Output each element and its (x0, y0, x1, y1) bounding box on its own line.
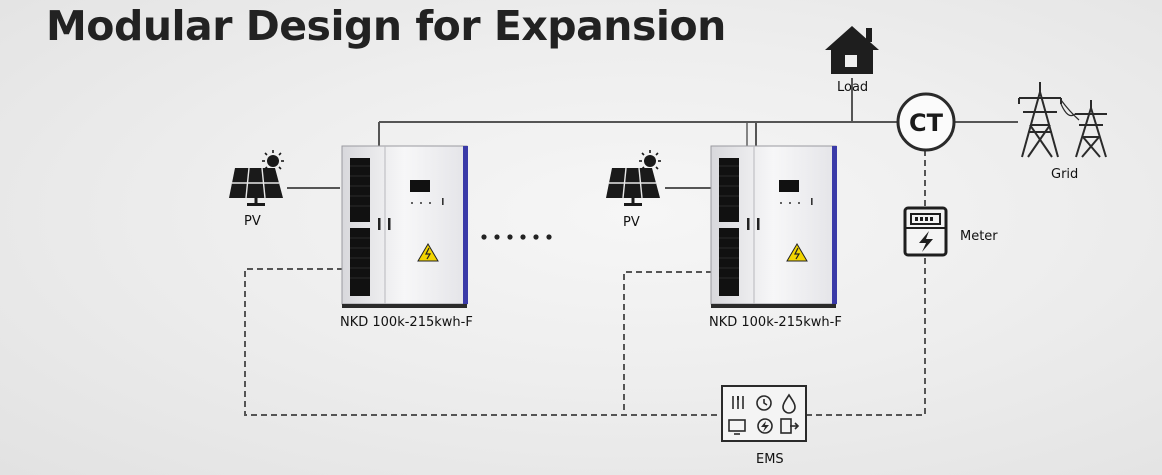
house-icon (825, 26, 879, 74)
pv-label-2: PV (623, 215, 640, 230)
grid-label: Grid (1051, 167, 1079, 182)
ems-label: EMS (756, 452, 784, 467)
ems-controller-icon (721, 385, 807, 442)
solar-panel-icon (227, 148, 286, 208)
ct-icon: CT (896, 92, 956, 152)
expansion-dots (481, 234, 552, 240)
communication-lines (244, 150, 926, 416)
meter-label: Meter (960, 229, 998, 244)
solar-panel-icon (604, 148, 663, 208)
ac-bus-lines (287, 78, 1018, 189)
ct-label: CT (909, 109, 944, 137)
battery-cabinet-2 (710, 145, 838, 309)
electric-meter-icon (903, 206, 948, 257)
battery-cabinet-1 (341, 145, 469, 309)
cabinet-label-2: NKD 100k-215kwh-F (709, 315, 842, 330)
load-label: Load (837, 80, 869, 95)
pv-label-1: PV (244, 214, 261, 229)
cabinet-label-1: NKD 100k-215kwh-F (340, 315, 473, 330)
power-tower-icon (1018, 82, 1107, 158)
page-title: Modular Design for Expansion (46, 2, 726, 50)
